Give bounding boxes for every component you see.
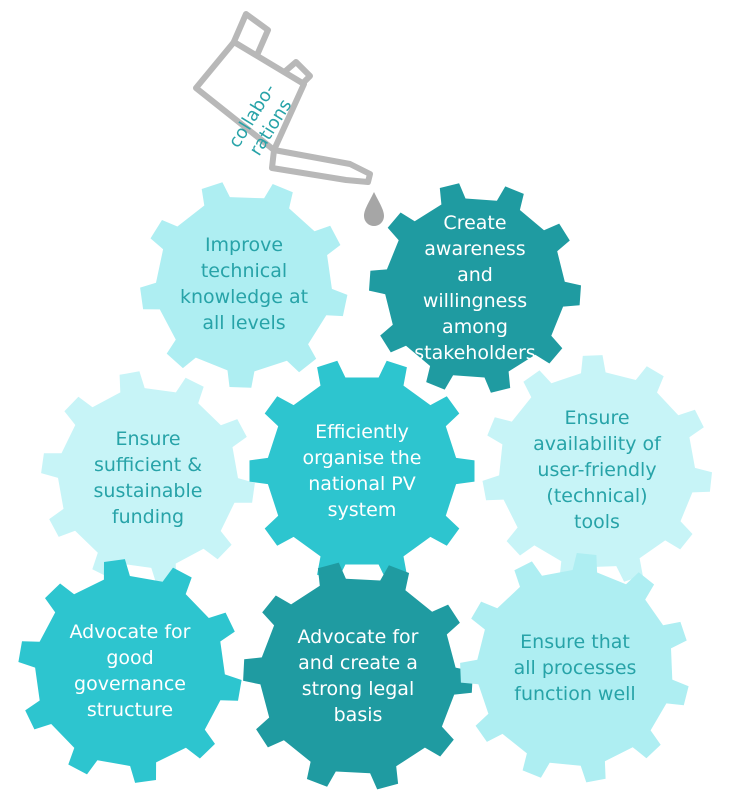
oil-can-spout: [269, 147, 373, 185]
oil-can-body: [193, 39, 307, 153]
gear-create-awareness: [369, 183, 581, 393]
gear-advocate-good-governance: [18, 559, 242, 783]
gear-improve-technical-knowledge: [140, 182, 348, 388]
oil-can-icon: [193, 11, 373, 185]
gear-ensure-sufficient-funding: [41, 371, 255, 585]
gear-efficiently-organise-pv-system: [249, 360, 475, 582]
gear-advocate-legal-basis: [243, 562, 473, 790]
gear-ensure-processes-function: [460, 553, 689, 783]
oil-drop-icon: [364, 192, 384, 226]
gear-ensure-availability-tools: [482, 355, 712, 584]
